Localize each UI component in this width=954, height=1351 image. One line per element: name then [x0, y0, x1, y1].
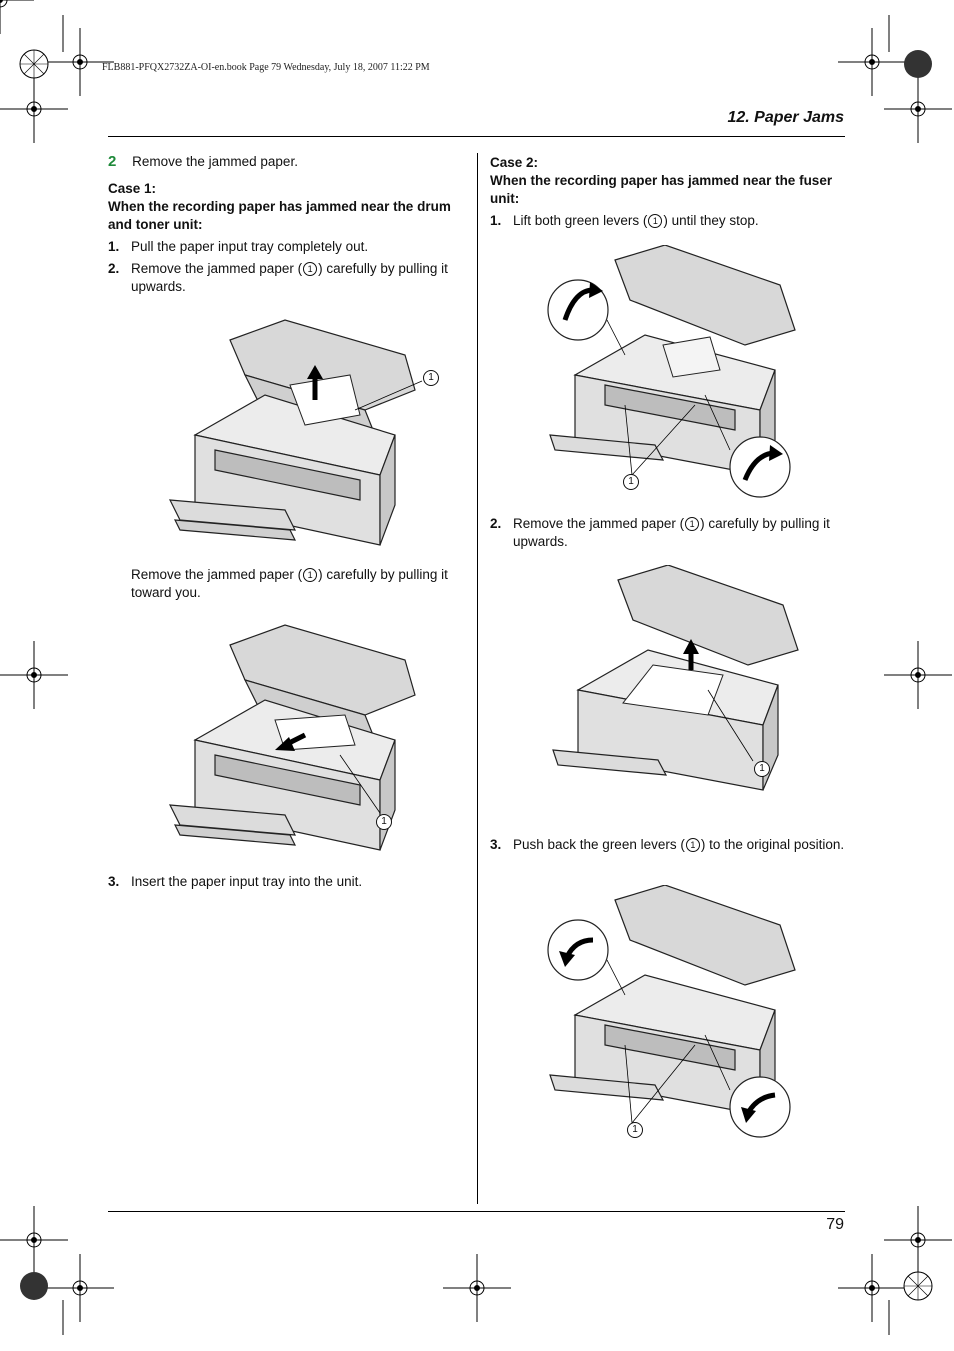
printer-illustration-upwards: 1 [165, 315, 455, 555]
header-rule [108, 136, 845, 137]
footer-rule [108, 1211, 845, 1212]
callout-marker: 1 [376, 814, 392, 830]
list-item: 2. Remove the jammed paper (1) carefully… [490, 516, 830, 549]
column-divider [477, 153, 478, 1204]
callout-marker: 1 [423, 370, 439, 386]
list-item: 1. Pull the paper input tray completely … [108, 239, 369, 254]
callout-marker: 1 [648, 214, 663, 228]
callout-marker: 1 [623, 474, 639, 490]
list-item: 3. Insert the paper input tray into the … [108, 874, 363, 889]
printer-illustration-push-levers: 1 [545, 885, 800, 1140]
page-number: 79 [826, 1216, 844, 1233]
book-info-line: FLB881-PFQX2732ZA-OI-en.book Page 79 Wed… [102, 62, 430, 73]
callout-marker: 1 [685, 517, 700, 531]
case-2-heading: Case 2: When the recording paper has jam… [490, 154, 840, 208]
pull-toward-instruction: Remove the jammed paper (1) carefully by… [131, 567, 448, 600]
callout-marker: 1 [754, 761, 770, 777]
list-item: 3. Push back the green levers (1) to the… [490, 837, 845, 852]
list-item: 2. Remove the jammed paper (1) carefully… [108, 261, 448, 294]
callout-marker: 1 [303, 262, 318, 276]
step-text: Remove the jammed paper. [132, 154, 298, 169]
case-1-subtitle: When the recording paper has jammed near… [108, 199, 451, 232]
chapter-title: 12. Paper Jams [727, 109, 844, 126]
step-2: 2 Remove the jammed paper. [108, 153, 298, 171]
callout-marker: 1 [685, 838, 700, 852]
list-item: 1. Lift both green levers (1) until they… [490, 213, 759, 228]
printer-illustration-fuser-upwards: 1 [548, 565, 803, 805]
callout-marker: 1 [303, 568, 318, 582]
case-2-title: Case 2: [490, 155, 539, 170]
callout-marker: 1 [627, 1122, 643, 1138]
printer-illustration-lift-levers: 1 [545, 245, 800, 500]
case-1-heading: Case 1: When the recording paper has jam… [108, 180, 468, 234]
case-1-title: Case 1: [108, 181, 157, 196]
step-number: 2 [108, 153, 117, 170]
case-2-subtitle: When the recording paper has jammed near… [490, 173, 833, 206]
printer-illustration-toward: 1 [165, 620, 455, 860]
